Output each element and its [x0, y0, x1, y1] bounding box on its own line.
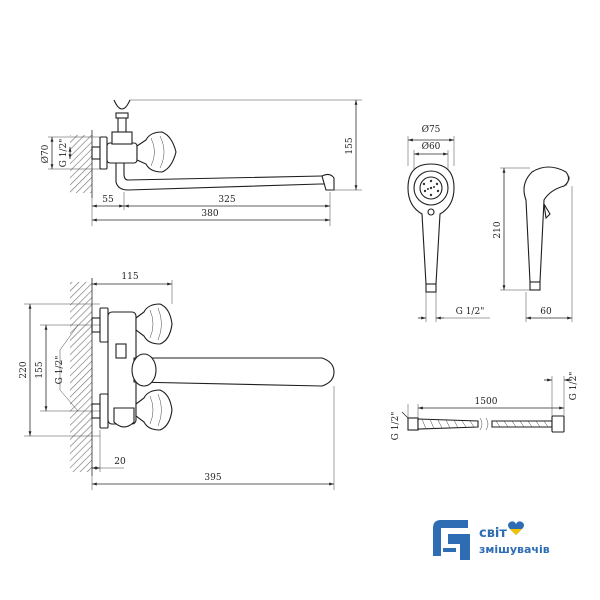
shower-head-front: Ø75 Ø60 G 1/2"	[407, 124, 490, 322]
dim-hose-thread-right: G 1/2"	[569, 372, 579, 401]
dim-head-60: Ø60	[422, 141, 441, 152]
dim-20: 20	[114, 457, 126, 467]
dim-head-210: 210	[493, 221, 503, 238]
dim-155-front: 155	[35, 361, 45, 378]
dim-head-thread: G 1/2"	[456, 307, 485, 317]
dim-380: 380	[201, 209, 218, 219]
brand-line2: змішувачів	[479, 543, 550, 556]
dim-thread-front: G 1/2"	[55, 356, 65, 385]
shower-hose: 1500 G 1/2" G 1/2"	[391, 372, 579, 441]
dim-hose-length: 1500	[475, 397, 498, 407]
brand-line1: світ	[479, 526, 507, 541]
dim-220: 220	[19, 361, 29, 378]
spout-front	[133, 357, 335, 387]
valve-handle-top	[136, 131, 177, 173]
dim-hose-thread-left: G 1/2"	[391, 412, 401, 441]
dim-395: 395	[204, 473, 221, 483]
wall-hatch-front	[70, 282, 92, 472]
faucet-logo-icon	[433, 520, 470, 560]
wall-hatch-top	[70, 135, 92, 193]
shower-head-side: 210 60	[493, 166, 573, 322]
top-view: 155 Ø70 G 1/2" 55 325 380	[40, 99, 362, 226]
dim-diameter-70: Ø70	[40, 144, 51, 163]
dim-head-75: Ø75	[422, 124, 441, 135]
dim-325: 325	[218, 195, 235, 205]
dim-115: 115	[121, 272, 138, 282]
dim-height-155: 155	[345, 137, 355, 154]
dim-head-depth: 60	[540, 307, 552, 317]
dim-thread-top: G 1/2"	[59, 139, 69, 168]
ukraine-heart-icon	[508, 521, 524, 535]
nozzle-dots	[422, 179, 440, 197]
valve-handle-upper	[135, 303, 173, 345]
shower-head-profile	[523, 166, 570, 283]
valve-handle-lower	[135, 389, 173, 431]
dim-55: 55	[102, 195, 114, 205]
eccentric-top	[91, 146, 101, 160]
faucet-body-top	[106, 142, 138, 164]
front-view: 115 220 155 G 1/2" 20 395	[19, 272, 335, 490]
brand-logo: світ змішувачів	[433, 520, 550, 560]
